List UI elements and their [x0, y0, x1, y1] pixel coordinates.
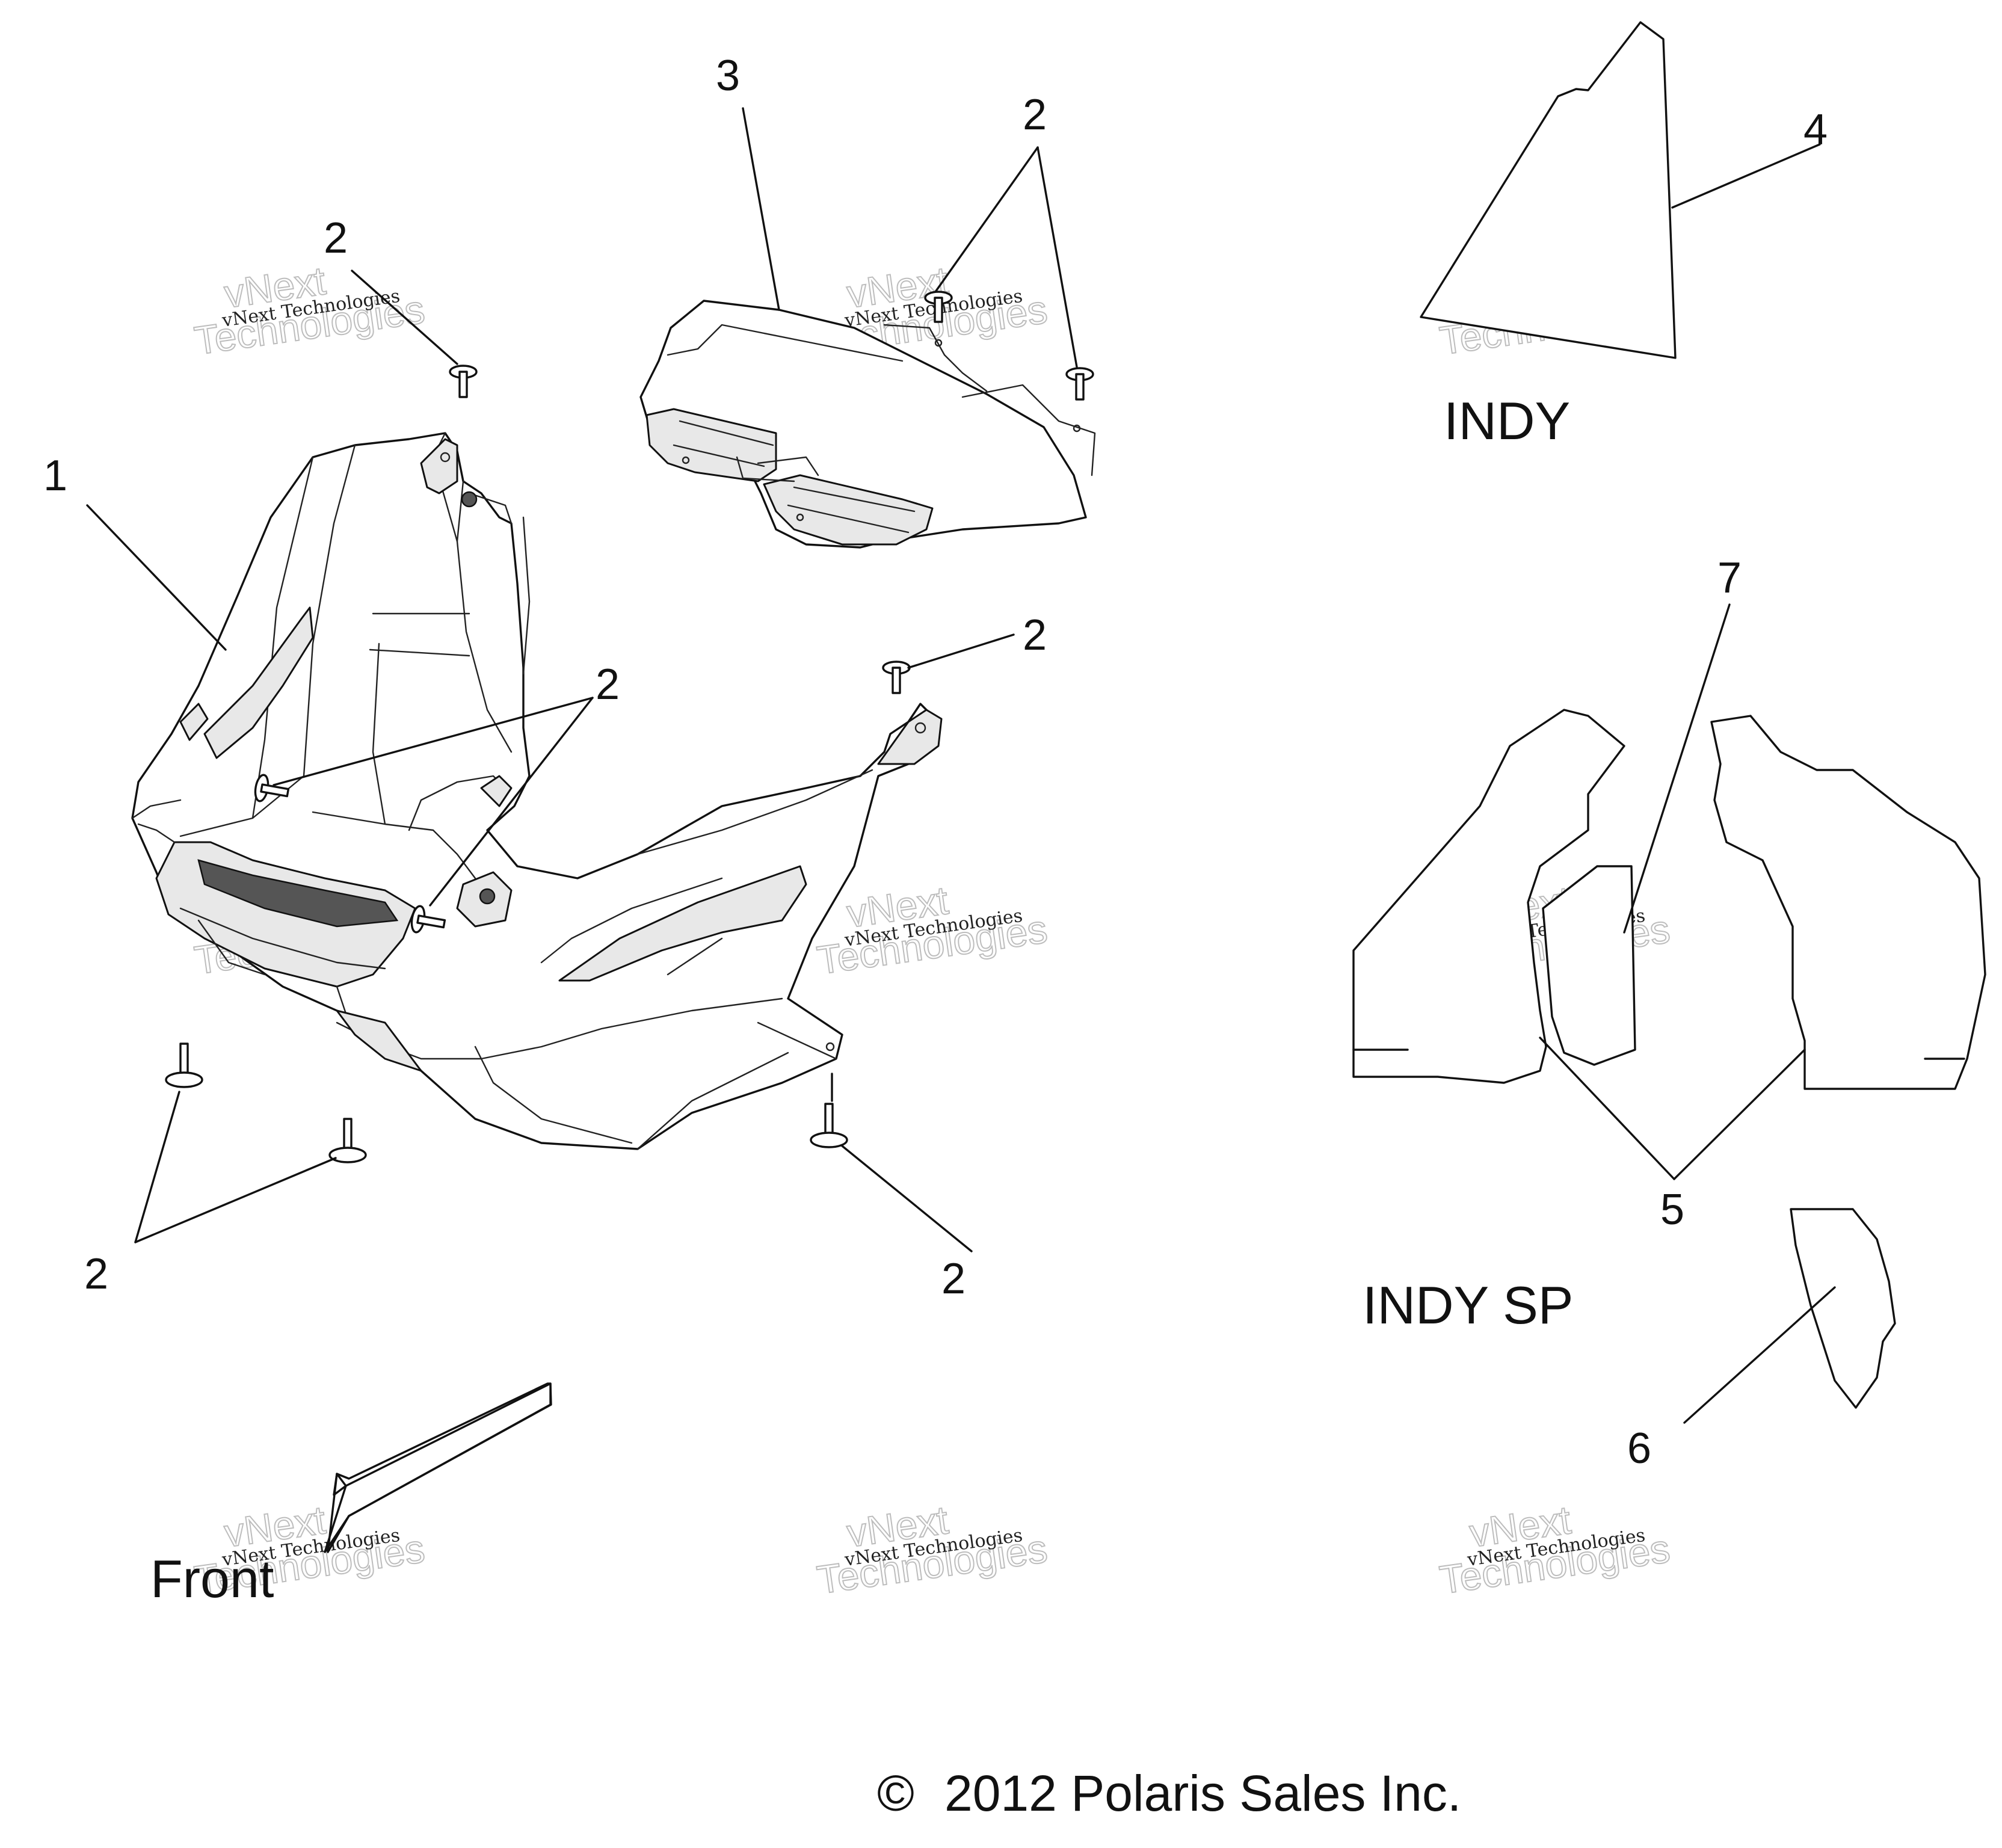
fastener-right-mid	[882, 661, 911, 694]
part-3-panel	[639, 300, 1096, 549]
leader-2-top-left	[351, 270, 458, 365]
callout-2-right: 2	[1023, 611, 1047, 659]
copyright-symbol: ©	[877, 1765, 914, 1822]
label-front: Front	[150, 1549, 274, 1609]
leader-2-top-a	[934, 146, 1039, 293]
leader-2-inner-a	[273, 697, 594, 786]
callout-2-bottom-right: 2	[941, 1255, 966, 1303]
leader-2-inner-b	[429, 697, 594, 907]
watermark: vNext Technologies vNext Technologies	[1437, 1497, 1674, 1603]
callout-7: 7	[1717, 554, 1742, 602]
fasteners	[165, 291, 1094, 1163]
callout-2-top-left: 2	[324, 214, 348, 262]
part-7-decal	[1542, 865, 1636, 1066]
fastener-bottom-left-lower	[328, 1118, 367, 1163]
callout-2-top: 2	[1023, 91, 1047, 139]
callouts: 1 3 2 2 2 2 2 2 4 7 5 6	[43, 52, 1828, 1473]
labels: INDY INDY SP Front	[150, 391, 1574, 1609]
leader-2-bottom-right	[841, 1145, 973, 1252]
part-6-decal	[1790, 1208, 1896, 1409]
leader-5-a	[1539, 1036, 1675, 1180]
leader-2-bottom-b	[134, 1157, 337, 1243]
watermark: vNext Technologies vNext Technologies	[191, 257, 428, 363]
fastener-bottom-left-upper	[165, 1043, 203, 1088]
label-indy: INDY	[1444, 391, 1570, 451]
part-4-decal	[1420, 21, 1677, 359]
callout-4: 4	[1803, 106, 1828, 154]
callout-2-inner: 2	[596, 661, 620, 709]
leader-4	[1671, 143, 1821, 209]
copyright-text: 2012 Polaris Sales Inc.	[944, 1765, 1461, 1822]
leader-2-bottom-a	[134, 1091, 180, 1243]
fastener-inner-center	[410, 905, 446, 934]
leader-6	[1683, 1286, 1836, 1424]
label-indy-sp: INDY SP	[1363, 1275, 1574, 1335]
fastener-inner-left	[254, 774, 290, 802]
leader-2-top-b	[1036, 146, 1078, 368]
fastener-top-right	[1065, 367, 1094, 401]
callout-1: 1	[43, 452, 67, 500]
part-1-nosepan	[131, 432, 943, 1150]
leader-5-b	[1673, 1049, 1806, 1180]
leader-2-right	[907, 633, 1015, 669]
leader-7	[1623, 603, 1731, 934]
leader-lines	[86, 107, 1836, 1424]
fastener-top-mid	[924, 291, 953, 323]
leader-1	[86, 504, 227, 651]
fastener-bottom-right	[810, 1103, 848, 1148]
part-5-side-panels	[1352, 709, 1986, 1090]
fastener-top-left	[449, 365, 478, 398]
leader-3	[742, 107, 780, 311]
front-arrow	[324, 1382, 552, 1553]
callout-6: 6	[1627, 1424, 1651, 1473]
copyright: © 2012 Polaris Sales Inc.	[877, 1765, 1461, 1822]
watermark: vNext Technologies vNext Technologies	[814, 1497, 1051, 1603]
callout-5: 5	[1660, 1186, 1684, 1234]
callout-3: 3	[716, 52, 740, 100]
callout-2-bottom-left: 2	[84, 1250, 108, 1298]
